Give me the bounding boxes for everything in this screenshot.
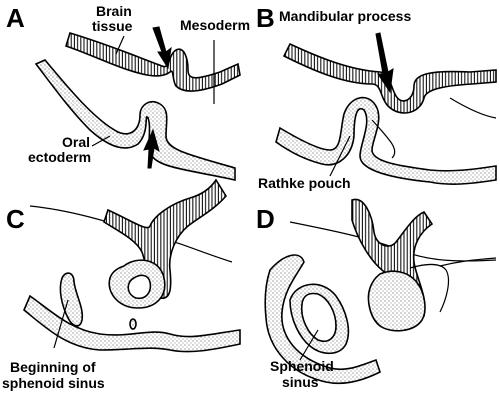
panel-c-stalk-remnant [129, 318, 137, 330]
panel-b-rathke-leader [329, 135, 351, 177]
panel-d-letter: D [256, 204, 275, 234]
panel-a-arrow-up-icon [143, 128, 160, 169]
panel-b-arrow-down-icon [375, 32, 394, 94]
label-brain: Brain [96, 3, 132, 19]
panel-d-sphenoid-leader [299, 329, 319, 361]
label-sphenoid-sinus-c: sphenoid sinus [2, 375, 105, 391]
label-sinus: sinus [282, 374, 319, 390]
label-mesoderm: Mesoderm [180, 17, 250, 33]
panel-b-letter: B [256, 3, 275, 33]
panel-b-pouch-outline [371, 119, 396, 159]
label-sphenoid: Sphenoid [270, 358, 334, 374]
label-tissue: tissue [92, 18, 133, 34]
panel-a-oral-ectoderm [34, 59, 236, 181]
panel-c-sinus-bud [59, 272, 84, 327]
panel-d: D Sphenoid sinus [256, 198, 497, 390]
panel-c-pituitary-ring [108, 259, 166, 309]
label-rathke-pouch: Rathke pouch [258, 175, 351, 191]
panel-c-oral-ectoderm [23, 294, 241, 353]
panel-a-brain-tissue [65, 32, 241, 92]
panel-a-brain-leader [115, 35, 125, 55]
panel-d-sphenoid-sinus [289, 283, 350, 355]
label-oral: Oral [62, 134, 90, 150]
panel-a-letter: A [6, 3, 25, 33]
panel-b: B Mandibular process Rathke pouch [256, 3, 497, 191]
panel-c-letter: C [6, 204, 25, 234]
panel-d-pituitary-gland [367, 270, 426, 332]
label-beginning-of: Beginning of [10, 359, 96, 375]
panel-a-arrow-down-icon [152, 26, 172, 70]
panel-a: A Brain tissue Mesoderm Oral ectoderm [6, 3, 250, 181]
label-mandibular-process: Mandibular process [279, 8, 411, 24]
panel-b-mesoderm-line [449, 97, 497, 119]
panel-d-oral-ectoderm [264, 254, 381, 385]
panel-c-beginning-leader [53, 299, 69, 349]
panel-a-oral-leader [91, 135, 111, 147]
panel-c: C Beginning of sphenoid sinus [2, 178, 241, 391]
panel-d-nerve-lines [439, 257, 497, 267]
label-ectoderm: ectoderm [28, 149, 91, 165]
panel-b-oral-ectoderm [275, 96, 497, 185]
panel-d-gland-outline [409, 263, 450, 313]
